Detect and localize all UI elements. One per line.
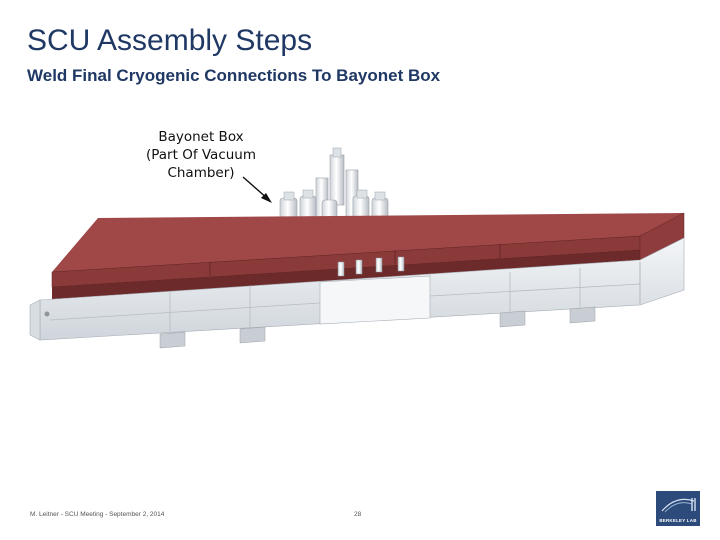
vacuum-chamber-lid [51, 212, 685, 300]
page-number: 28 [354, 511, 362, 518]
callout-line-2: (Part Of Vacuum [145, 147, 257, 163]
callout-arrow [242, 176, 272, 203]
vacuum-chamber-body [29, 237, 685, 349]
callout-line-1: Bayonet Box [158, 129, 244, 145]
footer-text: M. Leitner - SCU Meeting - September 2, … [30, 511, 165, 518]
slide-title: SCU Assembly Steps [27, 24, 313, 57]
lid-valves [337, 256, 405, 277]
lab-emblem-icon [661, 498, 696, 513]
callout-line-3: Chamber) [167, 165, 235, 181]
berkeley-lab-logo: BERKELEY LAB [656, 491, 700, 526]
logo-text: BERKELEY LAB [659, 518, 697, 523]
bayonet-box-callout: Bayonet Box (Part Of Vacuum Chamber) [128, 128, 274, 182]
slide-subtitle: Weld Final Cryogenic Connections To Bayo… [27, 66, 441, 85]
